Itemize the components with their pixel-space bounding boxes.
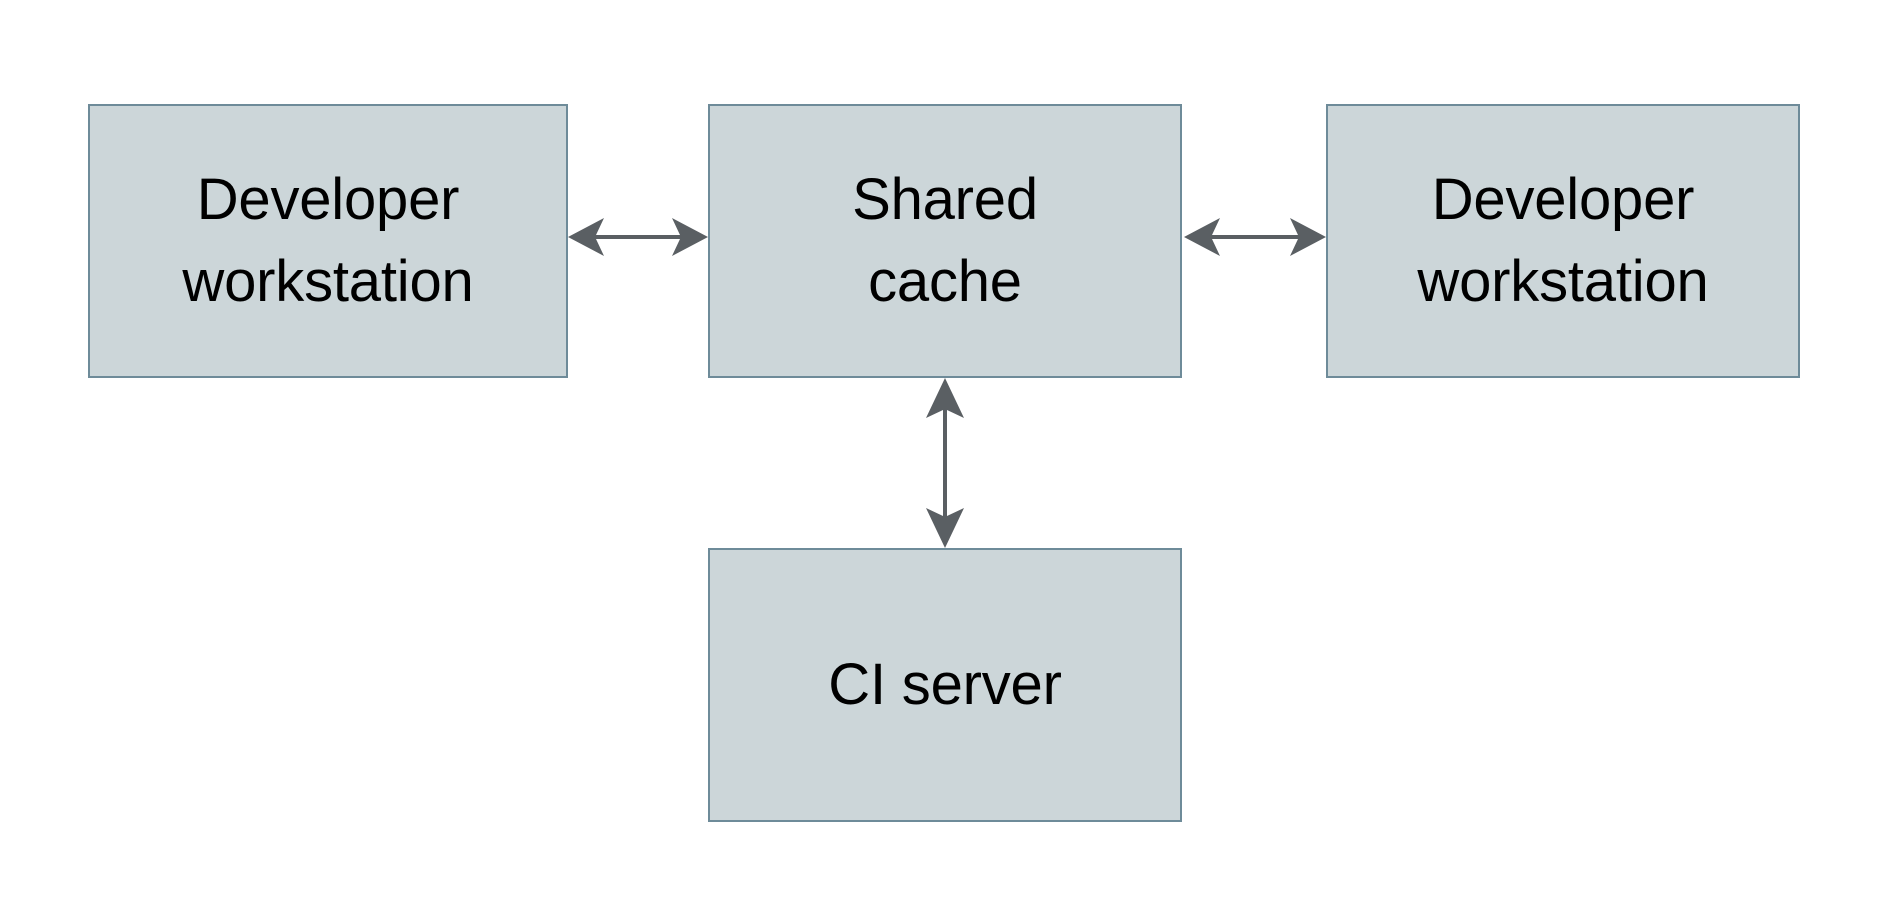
node-ci-server[interactable]: CI server: [708, 548, 1182, 822]
double-arrow-icon: [568, 218, 708, 256]
node-developer-workstation-left[interactable]: Developer workstation: [88, 104, 568, 378]
double-arrow-icon: [1184, 218, 1326, 256]
node-shared-cache[interactable]: Shared cache: [708, 104, 1182, 378]
node-label: CI server: [828, 651, 1062, 717]
node-label: Shared cache: [852, 166, 1038, 314]
double-arrow-icon: [926, 378, 964, 548]
node-label: Developer workstation: [1417, 166, 1709, 314]
node-developer-workstation-right[interactable]: Developer workstation: [1326, 104, 1800, 378]
node-label: Developer workstation: [182, 166, 474, 314]
connector-shared-cache-to-developer-workstation-right: [1184, 218, 1326, 256]
connector-shared-cache-to-ci-server: [926, 378, 964, 548]
connector-developer-workstation-left-to-shared-cache: [568, 218, 708, 256]
